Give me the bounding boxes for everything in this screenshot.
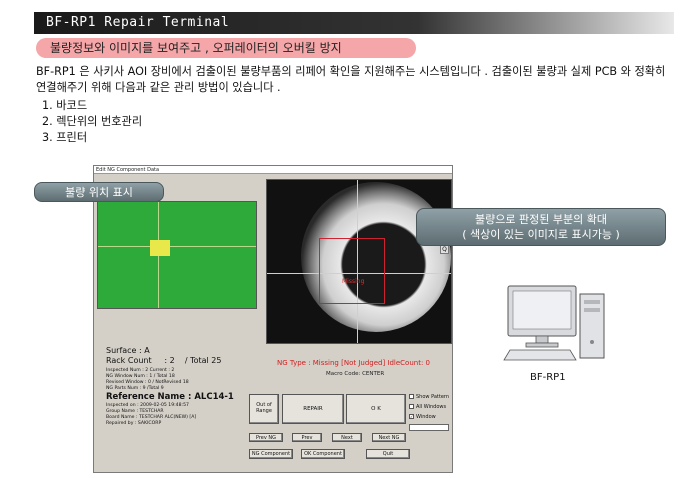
list-item: 1. 바코드 [42,99,88,112]
revised-window-text: Revised Window : 0 / NotRevised 18 [106,380,189,385]
checkbox-label: Show Pattern [416,394,450,400]
defect-box [319,238,385,304]
feature-banner: 불량정보와 이미지를 보여주고 , 오퍼레이터의 오버킬 방지 [36,38,416,58]
header-title: BF-RP1 Repair Terminal [34,12,674,34]
callout-zoom-description: 불량으로 판정된 부분의 확대 ( 색상이 있는 이미지로 표시가능 ) [416,208,666,246]
repair-button[interactable]: REPAIR [282,394,344,424]
feature-list: 1. 바코드 2. 렉단위의 번호관리 3. 프린터 [42,98,142,146]
rack-count-text: Rack Count : 2 / Total 25 [106,356,222,365]
callout-defect-location: 불량 위치 표시 [34,182,164,202]
list-item: 3. 프린터 [42,131,88,144]
callout-line-2: ( 색상이 있는 이미지로 표시가능 ) [462,228,620,241]
ng-component-button[interactable]: NG Component [249,449,293,459]
ok-component-button[interactable]: OK Component [301,449,345,459]
image-crosshair-vertical [357,180,358,343]
inspection-info: Surface : A Rack Count : 2 / Total 25 In… [106,346,234,427]
prev-ng-button[interactable]: Prev NG [249,433,283,442]
macro-code-text: Macro Code: CENTER [326,371,385,377]
ng-window-num-text: NG Window Num : 1 / Total 18 [106,374,175,379]
ok-button[interactable]: O K [346,394,406,424]
all-windows-checkbox[interactable]: All Windows [409,404,446,410]
prev-button[interactable]: Prev [292,433,322,442]
board-position-view[interactable] [97,201,257,309]
list-item: 2. 렉단위의 번호관리 [42,115,143,128]
quit-button[interactable]: Quit [366,449,410,459]
window-checkbox[interactable]: ✓Window [409,414,436,420]
description-text: BF-RP1 은 사키사 AOI 장비에서 검출이된 불량부품의 리페어 확인을… [36,65,666,94]
group-name-text: Group Name : TESTCHAR [106,409,164,414]
inspected-num-text: Inspected Num : 2 Current : 2 [106,368,175,373]
next-ng-button[interactable]: Next NG [372,433,406,442]
next-button[interactable]: Next [332,433,362,442]
show-pattern-checkbox[interactable]: Show Pattern [409,394,449,400]
image-crosshair-horizontal [267,273,451,274]
window-dropdown[interactable] [409,424,449,431]
crosshair-horizontal [98,246,256,247]
defect-image-view[interactable]: Missing [266,179,452,344]
repaired-by-text: Repaired by : SAKICORP [106,421,162,426]
missing-label: Missing [342,278,365,285]
callout-line-1: 불량으로 판정된 부분의 확대 [475,213,607,226]
repair-terminal-window: Edit NG Component Data Missing + - Q Sur… [93,165,453,473]
checkbox-label: All Windows [416,404,447,410]
board-name-text: Board Name : TESTCHAR ALC(NEW) [A] [106,415,197,420]
ng-type-text: NG Type : Missing [Not Judged] IdleCount… [277,359,430,367]
checkbox-box [409,394,414,399]
window-title: Edit NG Component Data [94,166,452,174]
checkbox-box [409,404,414,409]
checkbox-label: Window [416,414,436,420]
defect-location-marker[interactable] [150,240,170,256]
ng-parts-num-text: NG Parts Num : 9 /Total 9 [106,386,164,391]
inspected-on-text: Inspected on : 2009-02-05 19:48:57 [106,403,189,408]
pc-label: BF-RP1 [530,372,566,383]
out-of-range-button[interactable]: Out of Range [249,394,279,424]
checkbox-box-checked: ✓ [409,414,414,419]
pc-illustration [503,285,605,361]
component-image [301,182,451,332]
magnify-button[interactable]: Q [440,245,449,254]
surface-text: Surface : A [106,346,150,355]
reference-name-text: Reference Name : ALC14-1 [106,392,234,402]
